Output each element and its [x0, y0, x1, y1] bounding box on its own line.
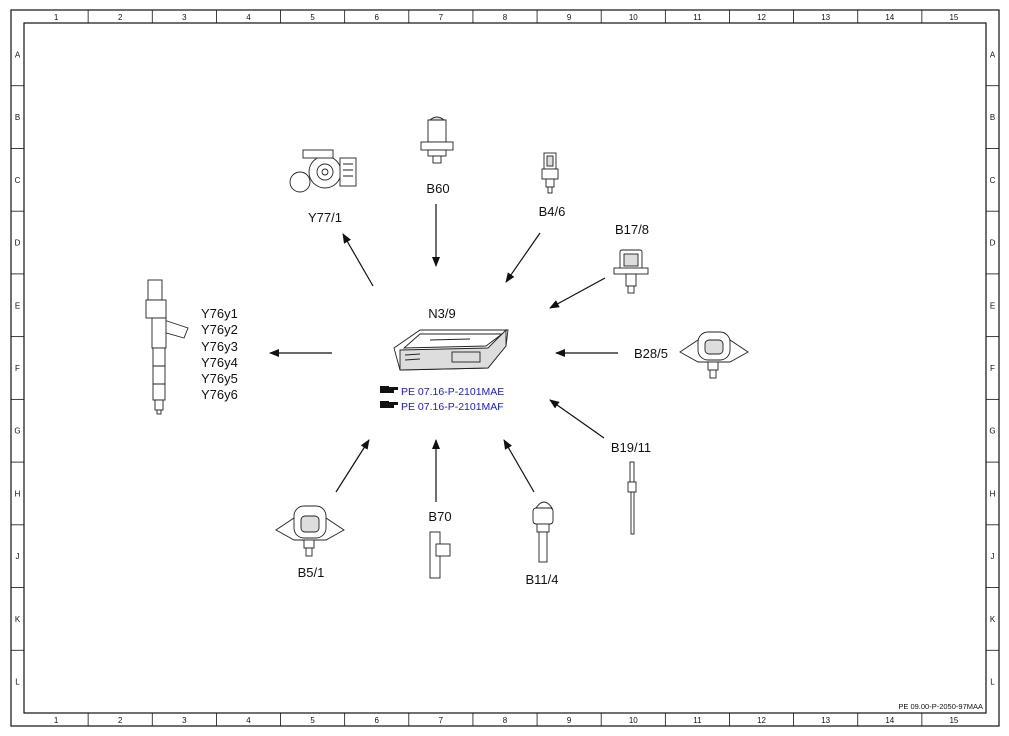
crank-sensor-b70 [429, 531, 451, 579]
hand-pointer-icon [380, 401, 398, 408]
grid-column-label-top: 1 [54, 13, 59, 22]
grid-column-label-bottom: 13 [821, 716, 830, 725]
label-b28-5: B28/5 [634, 346, 668, 361]
grid-column-label-top: 12 [757, 13, 766, 22]
grid-column-label-bottom: 4 [246, 716, 251, 725]
grid-column-label-bottom: 6 [375, 716, 380, 725]
grid-column-label-top: 3 [182, 13, 187, 22]
label-b60: B60 [426, 181, 449, 196]
grid-column-label-bottom: 12 [757, 716, 766, 725]
grid-column-label-top: 4 [246, 13, 251, 22]
grid-row-label-left: F [15, 364, 20, 373]
reference-link-2-text[interactable]: PE 07.16-P-2101MAF [401, 401, 504, 413]
grid-labels: 1122334455667788991010111112121313141415… [14, 13, 995, 725]
label-b4-6: B4/6 [539, 204, 566, 219]
grid-column-label-bottom: 7 [439, 716, 444, 725]
label-b17-8: B17/8 [615, 222, 649, 237]
grid-column-label-top: 15 [949, 13, 958, 22]
boost-actuator-y77-1 [289, 149, 357, 193]
arrow-y77-1 [342, 233, 374, 287]
control-unit-n3-9 [393, 328, 509, 371]
control-unit-label: N3/9 [428, 306, 455, 321]
grid-column-label-bottom: 9 [567, 716, 572, 725]
grid-row-label-left: J [16, 552, 20, 561]
label-injector-4: Y76y4 [201, 355, 238, 370]
grid-dividers [11, 10, 999, 726]
grid-column-label-top: 13 [821, 13, 830, 22]
grid-column-label-bottom: 2 [118, 716, 123, 725]
outer-frame [10, 9, 1000, 727]
grid-column-label-top: 6 [375, 13, 380, 22]
arrow-b4-6 [505, 232, 541, 283]
pressure-sensor-b60 [420, 116, 454, 164]
grid-row-label-right: B [990, 113, 995, 122]
grid-row-label-left: L [15, 678, 20, 687]
arrow-b17-8 [549, 277, 606, 309]
arrow-b11-4 [503, 439, 535, 493]
reference-link-1-text[interactable]: PE 07.16-P-2101MAE [401, 386, 504, 398]
inner-frame [23, 22, 987, 714]
grid-column-label-bottom: 14 [885, 716, 894, 725]
grid-column-label-bottom: 10 [629, 716, 638, 725]
grid-row-label-left: H [15, 489, 21, 498]
grid-column-label-top: 10 [629, 13, 638, 22]
grid-row-label-right: J [991, 552, 995, 561]
grid-column-label-top: 8 [503, 13, 508, 22]
label-b70: B70 [428, 509, 451, 524]
grid-row-label-right: H [990, 489, 996, 498]
label-injector-5: Y76y5 [201, 371, 238, 386]
document-id: PE 09.00-P-2050-97MAA [898, 702, 983, 711]
label-y77-1: Y77/1 [308, 210, 342, 225]
grid-column-label-top: 5 [310, 13, 315, 22]
reference-link-1[interactable]: PE 07.16-P-2101MAE [380, 386, 504, 398]
grid-column-label-top: 11 [693, 13, 702, 22]
label-injector-6: Y76y6 [201, 387, 238, 402]
grid-column-label-bottom: 11 [693, 716, 702, 725]
label-b11-4: B11/4 [525, 572, 558, 587]
grid-row-label-right: E [990, 301, 995, 310]
label-injector-2: Y76y2 [201, 322, 238, 337]
sensor-b4-6 [541, 152, 559, 194]
hand-pointer-icon [380, 386, 398, 393]
label-b19-11: B19/11 [611, 440, 651, 455]
grid-row-label-left: A [15, 50, 21, 59]
grid-row-label-right: G [989, 427, 995, 436]
signal-arrows [269, 204, 618, 502]
arrow-b5-1 [335, 439, 370, 493]
grid-row-label-left: C [15, 176, 21, 185]
pressure-sensor-b28-5 [679, 331, 749, 379]
grid-row-label-right: D [990, 239, 996, 248]
grid-row-label-left: D [15, 239, 21, 248]
label-injector-1: Y76y1 [201, 306, 238, 321]
arrow-b19-11 [549, 399, 605, 439]
grid-column-label-top: 14 [885, 13, 894, 22]
grid-column-label-bottom: 3 [182, 716, 187, 725]
grid-column-label-top: 7 [439, 13, 444, 22]
sensor-b17-8 [613, 249, 649, 294]
grid-column-label-top: 9 [567, 13, 572, 22]
injector-y76 [145, 279, 189, 415]
grid-column-label-bottom: 5 [310, 716, 315, 725]
grid-row-label-right: K [990, 615, 996, 624]
label-b5-1: B5/1 [298, 565, 325, 580]
grid-column-label-top: 2 [118, 13, 123, 22]
grid-row-label-right: A [990, 50, 996, 59]
grid-row-label-right: C [990, 176, 996, 185]
grid-column-label-bottom: 1 [54, 716, 59, 725]
grid-row-label-left: E [15, 301, 20, 310]
grid-row-label-right: F [990, 364, 995, 373]
temp-sensor-b19-11 [627, 461, 637, 535]
reference-link-2[interactable]: PE 07.16-P-2101MAF [380, 401, 504, 413]
grid-row-label-left: B [15, 113, 20, 122]
coolant-sensor-b11-4 [532, 501, 554, 563]
grid-row-label-left: K [15, 615, 21, 624]
label-injector-3: Y76y3 [201, 339, 238, 354]
pressure-sensor-b5-1 [275, 505, 345, 557]
grid-column-label-bottom: 8 [503, 716, 508, 725]
grid-row-label-left: G [14, 427, 20, 436]
grid-column-label-bottom: 15 [949, 716, 958, 725]
grid-row-label-right: L [990, 678, 995, 687]
